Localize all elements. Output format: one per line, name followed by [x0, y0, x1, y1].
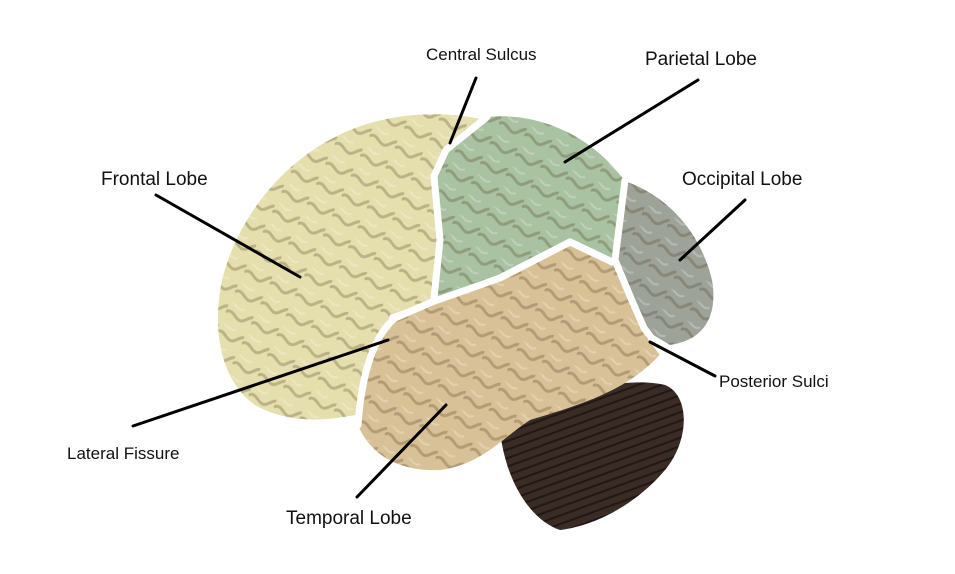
parietal-lobe-label: Parietal Lobe: [645, 49, 757, 70]
posterior-sulci-label: Posterior Sulci: [719, 372, 829, 391]
lateral-fissure-label: Lateral Fissure: [67, 444, 180, 463]
lateral-fissure-line: [354, 238, 616, 429]
occipital-lobe-leader: [678, 198, 747, 262]
parietal-lobe: [434, 116, 625, 298]
occipital-lobe: [615, 182, 714, 345]
leader-lines: [131, 76, 747, 499]
temporal-lobe: [357, 242, 662, 471]
central-sulcus-leader: [448, 76, 478, 145]
posterior-sulci-leader: [648, 340, 717, 378]
central-sulcus-label: Central Sulcus: [426, 45, 537, 64]
temporal-lobe-leader: [355, 403, 448, 499]
temporal-lobe-label: Temporal Lobe: [286, 508, 412, 529]
frontal-lobe-leader: [154, 193, 302, 279]
frontal-lobe: [218, 114, 485, 420]
parietal-lobe-leader: [563, 78, 700, 164]
fissure-lines: [354, 113, 666, 429]
lateral-fissure-leader: [131, 338, 390, 428]
central-sulcus-line: [430, 113, 491, 302]
cerebellum: [500, 382, 684, 530]
frontal-lobe-label: Frontal Lobe: [101, 169, 208, 190]
posterior-sulci-line: [611, 176, 666, 356]
occipital-lobe-label: Occipital Lobe: [682, 169, 803, 190]
